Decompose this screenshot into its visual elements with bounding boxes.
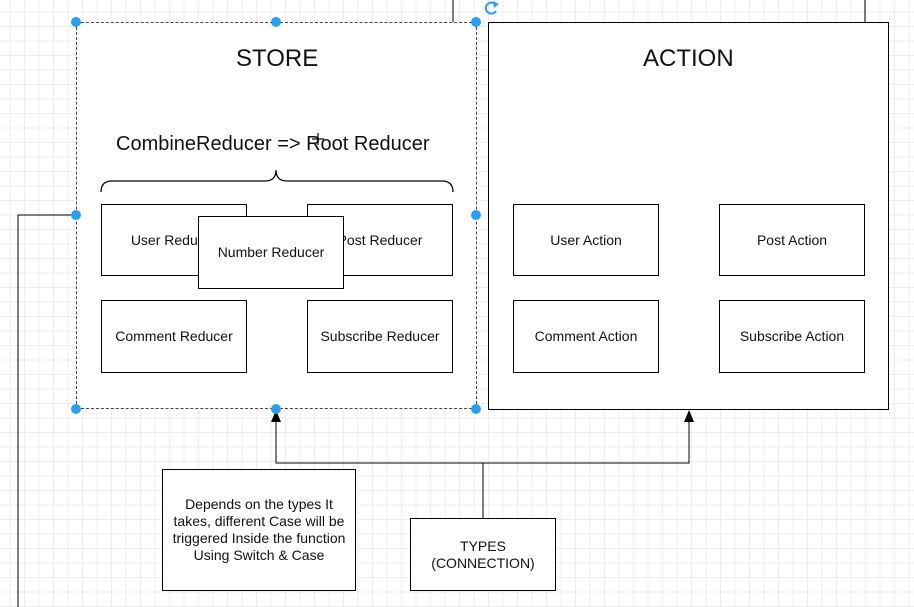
- connector-to-store: [275, 420, 483, 464]
- user-action-label: User Action: [550, 231, 622, 248]
- connector-left: [17, 214, 76, 607]
- resize-handle-bottom[interactable]: [271, 404, 281, 414]
- comment-action-box[interactable]: Comment Action: [513, 300, 659, 373]
- resize-handle-top[interactable]: [271, 17, 281, 27]
- comment-reducer-label: Comment Reducer: [115, 328, 233, 345]
- note-line: Using Switch & Case: [193, 546, 325, 563]
- store-title: STORE: [236, 45, 319, 72]
- types-sublabel: (CONNECTION): [431, 554, 535, 571]
- comment-action-label: Comment Action: [534, 328, 638, 345]
- action-title: ACTION: [643, 45, 734, 72]
- resize-handle-left[interactable]: [71, 210, 81, 220]
- subscribe-reducer-box[interactable]: Subscribe Reducer: [307, 300, 453, 373]
- types-box[interactable]: TYPES (CONNECTION): [410, 518, 556, 591]
- comment-reducer-box[interactable]: Comment Reducer: [101, 300, 247, 373]
- note-line: Depends on the types It: [185, 496, 333, 513]
- arrow-head-action: [684, 410, 694, 422]
- post-action-box[interactable]: Post Action: [719, 204, 865, 276]
- note-line: takes, different Case will be: [173, 513, 345, 530]
- resize-handle-bottom-right[interactable]: [471, 404, 481, 414]
- combine-reducer-text: CombineReducer => Root Reducer: [116, 133, 430, 155]
- note-box[interactable]: Depends on the types It takes, different…: [162, 469, 356, 591]
- resize-handle-top-right[interactable]: [471, 17, 481, 27]
- note-line: triggered Inside the function: [172, 530, 346, 546]
- resize-handle-bottom-left[interactable]: [71, 404, 81, 414]
- number-reducer-label: Number Reducer: [217, 244, 325, 261]
- post-action-label: Post Action: [756, 231, 828, 248]
- resize-handle-right[interactable]: [471, 210, 481, 220]
- subscribe-action-box[interactable]: Subscribe Action: [719, 300, 865, 373]
- number-reducer-box[interactable]: Number Reducer: [198, 216, 344, 289]
- post-reducer-label: Post Reducer: [337, 231, 423, 248]
- arrow-head-store: [271, 410, 281, 422]
- connector-to-action: [483, 420, 690, 464]
- resize-handle-top-left[interactable]: [71, 17, 81, 27]
- user-action-box[interactable]: User Action: [513, 204, 659, 276]
- subscribe-action-label: Subscribe Action: [739, 328, 845, 345]
- user-reducer-label: User Reducer: [130, 231, 218, 248]
- subscribe-reducer-label: Subscribe Reducer: [320, 328, 440, 345]
- types-label: TYPES: [460, 537, 506, 554]
